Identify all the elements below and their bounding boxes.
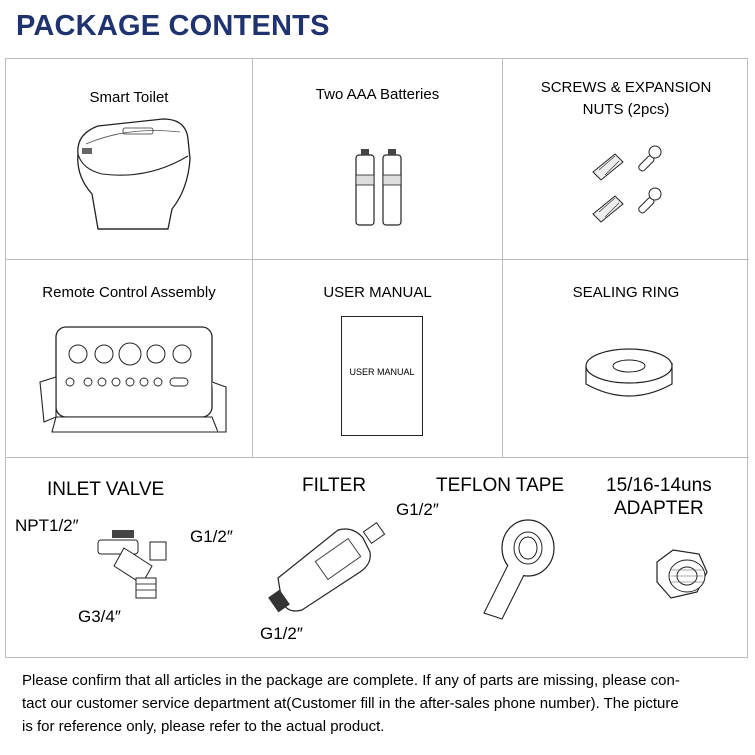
- remote-label: Remote Control Assembly: [42, 284, 216, 301]
- cell-remote: Remote Control Assembly: [6, 260, 253, 458]
- screws-image: [592, 145, 662, 223]
- package-grid: Smart Toilet Two AAA Batteries SCREWS & …: [5, 58, 749, 658]
- sealing-ring-label: SEALING RING: [572, 284, 680, 301]
- inlet-valve-label: INLET VALVE: [47, 479, 165, 500]
- adapter-label-line2: ADAPTER: [614, 498, 704, 519]
- filter-g12-top-label: G1/2″: [396, 500, 439, 519]
- inlet-npt-label: NPT1/2″: [15, 516, 79, 535]
- cell-accessories: INLET VALVE NPT1/2″ G1/2″ G3/4″ FILTER G…: [6, 458, 749, 657]
- screws-label-line2: NUTS (2pcs): [582, 101, 670, 118]
- manual-cover-text: USER MANUAL: [349, 367, 415, 377]
- filter-label: FILTER: [302, 475, 367, 496]
- footer-note-line1: Please confirm that all articles in the …: [22, 672, 680, 689]
- footer-note-line3: is for reference only, please refer to t…: [22, 718, 385, 735]
- teflon-label: TEFLON TAPE: [436, 475, 565, 496]
- filter-g12-bottom-label: G1/2″: [260, 624, 303, 643]
- toilet-image: [77, 118, 191, 230]
- inlet-valve-image: [97, 530, 167, 599]
- footer-note-line2: tact our customer service department at(…: [22, 695, 679, 712]
- cell-manual: USER MANUAL USER MANUAL: [253, 260, 503, 458]
- filter-image: [268, 521, 386, 613]
- cell-sealing-ring: SEALING RING: [503, 260, 749, 458]
- cell-batteries: Two AAA Batteries: [253, 59, 503, 260]
- footer-note: Please confirm that all articles in the …: [22, 669, 737, 738]
- adapter-label-line1: 15/16-14uns: [606, 475, 712, 496]
- cell-smart-toilet: Smart Toilet: [6, 59, 253, 260]
- inlet-g34-label: G3/4″: [78, 607, 121, 626]
- page-title: PACKAGE CONTENTS: [16, 10, 330, 42]
- manual-cover: USER MANUAL: [341, 316, 423, 436]
- smart-toilet-label: Smart Toilet: [89, 89, 169, 106]
- batteries-label: Two AAA Batteries: [315, 86, 440, 103]
- sealing-ring-image: [585, 348, 673, 397]
- screws-label-line1: SCREWS & EXPANSION: [540, 79, 712, 96]
- remote-control-image: [39, 326, 227, 433]
- teflon-tape-image: [483, 519, 555, 620]
- inlet-g12-label: G1/2″: [190, 527, 233, 546]
- cell-screws: SCREWS & EXPANSION NUTS (2pcs): [503, 59, 749, 260]
- manual-label: USER MANUAL: [323, 284, 432, 301]
- battery-icon: [355, 149, 402, 226]
- adapter-image: [656, 549, 708, 599]
